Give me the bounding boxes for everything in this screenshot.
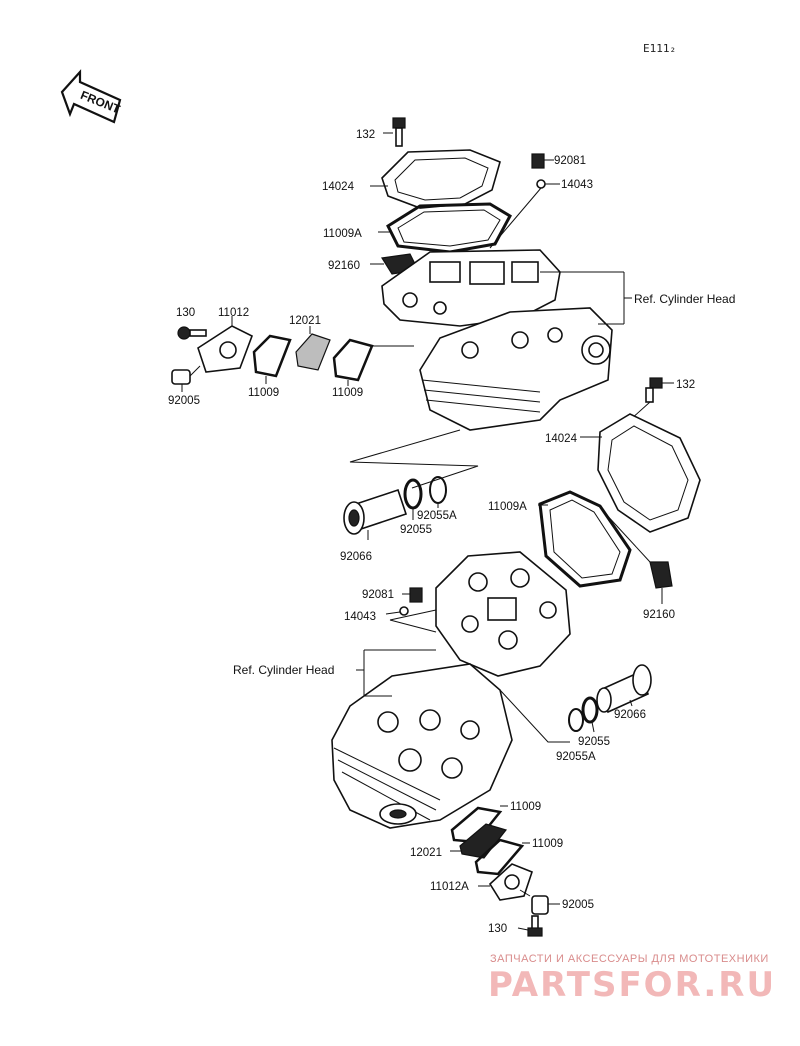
front-arrow-icon: FRONT [60, 69, 123, 124]
damper-92160-right [603, 511, 673, 604]
oring-92055-mid [403, 478, 423, 520]
gasket-11009-left1 [252, 334, 292, 384]
label-12021-bot: 12021 [410, 847, 442, 859]
label-92081-mid: 92081 [362, 589, 394, 601]
label-92055-right: 92055 [578, 736, 610, 748]
bolt-132-top [383, 117, 406, 147]
bolt-130-left [177, 326, 207, 340]
label-14043-mid: 14043 [344, 611, 376, 623]
label-92160-top: 92160 [328, 260, 360, 272]
label-130-bot: 130 [488, 923, 507, 935]
label-92160-right: 92160 [643, 609, 675, 621]
label-ref-cylinder-head-upper: Ref. Cylinder Head [634, 292, 735, 306]
bolt-132-right [645, 377, 674, 403]
oring-92055-right [581, 696, 599, 733]
spring-92081-mid [402, 587, 423, 603]
valve-cover-14024-right [580, 413, 701, 533]
ref-bracket-upper [540, 271, 632, 325]
valve-cover-14024-top [370, 149, 501, 209]
watermark-caption: ЗАПЧАСТИ И АКСЕССУАРЫ ДЛЯ МОТОТЕХНИКИ [490, 953, 769, 965]
ref-bracket-lower [356, 649, 436, 697]
holder-11012 [197, 316, 254, 373]
pin-14043-mid [385, 606, 437, 633]
figure-code: E111₂ [643, 42, 676, 55]
holder-11012A [478, 863, 533, 901]
gasket-11009A-top [378, 202, 512, 254]
fitting-92005-left [171, 365, 201, 392]
label-11009-bot2: 11009 [532, 838, 563, 850]
gasket-11009A-right [538, 490, 632, 588]
front-cylinder-head [331, 551, 571, 829]
leader-zigzag [349, 429, 479, 489]
pipe-92066-mid [343, 488, 408, 540]
gasket-11009-bot2 [474, 838, 530, 876]
label-12021-top: 12021 [289, 315, 321, 327]
label-130-left: 130 [176, 307, 195, 319]
pipe-92066-right [596, 664, 652, 714]
label-11009A-right: 11009A [488, 501, 527, 513]
pin-14043-top [489, 179, 560, 249]
label-14043-top: 14043 [561, 179, 593, 191]
fitting-92005-bot [519, 889, 560, 915]
label-11009-bot1: 11009 [510, 801, 541, 813]
spring-92081-top [531, 153, 554, 169]
label-92005-left: 92005 [168, 395, 200, 407]
oring-92055A-mid [429, 476, 447, 508]
label-11009A-top: 11009A [323, 228, 362, 240]
leader-92055-right [499, 689, 570, 743]
label-92005-bot: 92005 [562, 899, 594, 911]
label-92066-mid: 92066 [340, 551, 372, 563]
label-11012A: 11012A [430, 881, 469, 893]
label-14024-right: 14024 [545, 433, 578, 445]
rear-cylinder-head [381, 249, 613, 431]
label-11012: 11012 [218, 307, 249, 319]
insulator-12021-top [295, 326, 331, 371]
label-ref-cylinder-head-lower: Ref. Cylinder Head [233, 663, 334, 677]
label-92055A-mid: 92055A [417, 510, 457, 522]
label-92081-top: 92081 [554, 155, 586, 167]
label-132-top: 132 [356, 129, 375, 141]
label-14024-top: 14024 [322, 181, 355, 193]
oring-92055A-right [568, 708, 584, 732]
label-92055A-right: 92055A [556, 751, 596, 763]
label-11009-left2: 11009 [332, 387, 363, 399]
label-132-right: 132 [676, 379, 695, 391]
bolt-130-bot [517, 915, 543, 937]
label-92066-right: 92066 [614, 709, 646, 721]
watermark-brand: PARTSFOR.RU [488, 965, 776, 1005]
gasket-11009-left2 [332, 338, 414, 386]
label-11009-left1: 11009 [248, 387, 279, 399]
label-92055-mid: 92055 [400, 524, 432, 536]
